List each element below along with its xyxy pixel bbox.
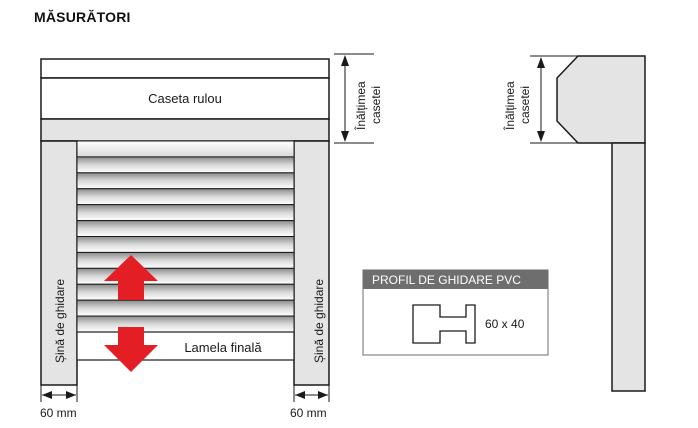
cassette-height-label: Înălțimea: [353, 81, 368, 131]
slat: [76, 299, 295, 317]
right-guide-rail-label: Șină de ghidare: [312, 279, 326, 363]
left-width-label: 60 mm: [40, 406, 77, 420]
final-slat-label: Lamela finală: [184, 340, 262, 355]
slat: [76, 236, 295, 253]
slat: [76, 188, 295, 206]
profile-shape-icon: [412, 304, 476, 344]
left-width-dimension: [40, 385, 78, 402]
profile-header-label: PROFIL DE GHIDARE PVC: [372, 273, 521, 287]
side-cassette-height-label-2: casetei: [518, 86, 532, 124]
side-cassette-section: [556, 55, 646, 144]
right-guide-rail: [293, 140, 330, 386]
cassette-box: [40, 58, 330, 142]
right-width-dimension: [293, 385, 330, 402]
side-cassette-height-dimension: [530, 55, 578, 144]
slat: [76, 156, 295, 174]
right-width-label: 60 mm: [290, 406, 327, 420]
slat: [76, 315, 295, 333]
left-guide-rail-label: Șină de ghidare: [53, 279, 67, 363]
slat: [76, 140, 295, 158]
slat: [76, 204, 295, 222]
cassette-label: Caseta rulou: [148, 91, 222, 106]
arrow-down-icon: [104, 327, 158, 372]
cassette-height-dimension: [334, 53, 374, 144]
slat: [76, 172, 295, 190]
slat: [76, 283, 295, 301]
slat: [76, 220, 295, 238]
slat: [76, 251, 295, 269]
page-title: MĂSURĂTORI: [34, 9, 131, 25]
profile-size-label: 60 x 40: [485, 317, 525, 331]
shutter-slats: [76, 140, 295, 333]
left-guide-rail: [40, 140, 78, 386]
side-guide-rail: [611, 142, 646, 392]
profile-header: [363, 270, 548, 289]
cassette-height-label-2: casetei: [369, 86, 383, 124]
side-cassette-height-label: Înălțimea: [502, 81, 517, 131]
arrow-up-icon: [104, 255, 158, 300]
